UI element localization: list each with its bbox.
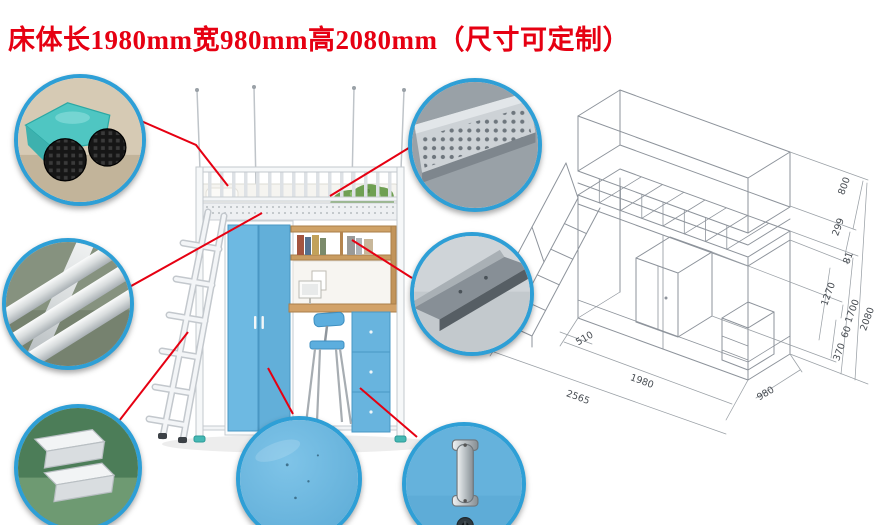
door-handle-detail-image (406, 426, 522, 525)
metal-handle (451, 439, 479, 507)
dim-1980: 1980 (629, 372, 655, 391)
dim-2080: 2080 (858, 306, 877, 332)
dim-2565: 2565 (565, 388, 591, 407)
dim-370: 370 (831, 342, 848, 363)
connector-panel (267, 367, 294, 415)
connector-foot-pad (131, 116, 229, 187)
chair-legs (304, 348, 353, 425)
desk-hutch (290, 225, 397, 313)
ladder-foot (158, 433, 167, 439)
dimension-lines (489, 151, 869, 435)
dim-800: 800 (836, 176, 853, 197)
cross-tubes (6, 242, 130, 366)
dim-510: 510 (574, 330, 595, 349)
perforation-holes (419, 107, 532, 168)
ladder-step-detail-image (18, 408, 138, 525)
guardrail-slats (201, 171, 399, 201)
rubber-pad (43, 138, 87, 182)
pole-tips (195, 85, 406, 92)
cam-lock (456, 517, 474, 525)
rubber-pad (88, 128, 127, 167)
drawer-unit (351, 311, 391, 433)
chair (304, 311, 353, 425)
callout-beam-joint (410, 232, 534, 356)
bed-deck-holes (200, 206, 398, 217)
dimension-labels: 800 299 81 1270 1700 2080 60 370 510 256… (565, 176, 877, 407)
foot-pad-right (394, 435, 407, 443)
step-plates (33, 428, 116, 503)
blue-panel-surface (240, 420, 358, 525)
books (297, 235, 373, 255)
iso-dimension-drawing (489, 89, 869, 435)
bed-post-left (195, 166, 204, 439)
connector-handle (359, 387, 418, 438)
callout-door-handle (402, 422, 526, 525)
bed-post-right (396, 166, 405, 439)
iso-cabinet (635, 236, 713, 338)
callout-connectors (111, 116, 418, 438)
chair-seat (309, 340, 345, 350)
wardrobe-handle (254, 316, 257, 329)
callout-foot-pad (14, 74, 146, 206)
monitor (298, 280, 322, 304)
steel-beam (414, 256, 530, 320)
callout-blue-panel (236, 416, 362, 525)
dim-81: 81 (841, 251, 855, 266)
wardrobe-handle (261, 316, 264, 329)
foot-pad-left (193, 435, 206, 443)
connector-frame-tube (123, 212, 263, 291)
dim-1270: 1270 (819, 281, 838, 307)
blue-panel-detail-image (240, 420, 358, 525)
perforated-panel-detail-image (412, 82, 538, 208)
dim-299: 299 (830, 217, 847, 238)
callout-frame-tube (2, 238, 134, 370)
connector-perforated (329, 145, 413, 197)
connector-ladder (111, 331, 189, 431)
shelf-top (290, 225, 396, 233)
product-photo (145, 85, 438, 453)
connector-beam (351, 239, 413, 279)
beam-joint-detail-image (414, 236, 530, 352)
iso-drawers (721, 301, 775, 371)
desk-top (288, 303, 398, 313)
callout-ladder-step (14, 404, 142, 525)
ladder (145, 208, 228, 444)
vertical-tube (17, 242, 103, 366)
shelf-side (390, 225, 397, 313)
chair-back (313, 311, 345, 328)
ladder-foot (178, 437, 187, 443)
foot-pad-detail-image (18, 78, 142, 202)
frame-tube-detail-image (6, 242, 130, 366)
shelf-divider (340, 232, 343, 255)
page-title: 床体长1980mm宽980mm高2080mm（尺寸可定制） (8, 25, 630, 55)
wardrobe (224, 220, 294, 436)
dim-60: 60 (839, 325, 853, 340)
callout-perforated-panel (408, 78, 542, 212)
guardrail-mid-rail (195, 196, 403, 202)
